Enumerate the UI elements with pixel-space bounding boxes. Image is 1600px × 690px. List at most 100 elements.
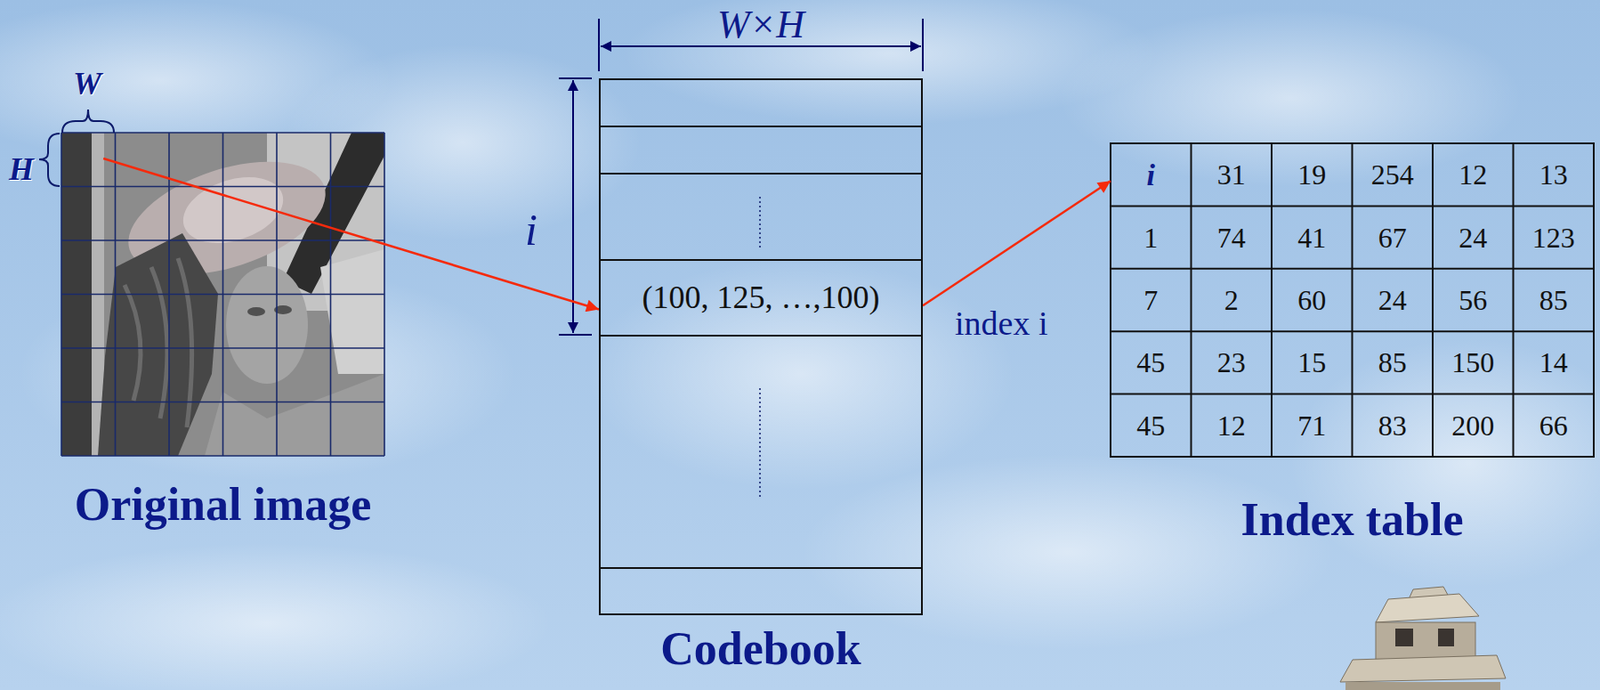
original-image-picture (226, 266, 308, 384)
original-image-picture (204, 373, 385, 456)
dimension-arrows (597, 18, 600, 72)
index-cell: i (1110, 143, 1192, 206)
table-cell: 56 (1458, 285, 1487, 315)
codebook-row-lines (598, 172, 923, 175)
codebook-row-lines (598, 125, 923, 128)
pagoda-picture (1375, 622, 1476, 660)
table-cell: 66 (1539, 411, 1568, 440)
block-grid (61, 132, 385, 456)
table-cell: 7 (1143, 285, 1158, 315)
table-cell: 200 (1451, 411, 1495, 440)
caption-text: Codebook (660, 622, 861, 674)
table-cell: 254 (1371, 160, 1415, 189)
height-brace (39, 133, 60, 186)
block-grid (61, 239, 385, 242)
clouds (800, 453, 1335, 650)
table-cell: 41 (1297, 223, 1326, 252)
table-cell: 150 (1451, 347, 1495, 377)
width-brace (62, 109, 114, 133)
index-table-grid (1110, 143, 1594, 457)
table-cell: 14 (1539, 347, 1568, 377)
block-grid (61, 293, 385, 296)
index-table-grid (1431, 143, 1434, 457)
caption-text: Original image (74, 478, 372, 530)
index-table-grid (1110, 267, 1594, 270)
block-grid (61, 347, 385, 349)
table-cell: 45 (1136, 411, 1165, 440)
index-table-grid (1110, 393, 1594, 396)
clouds (587, 258, 1015, 490)
table-cell: 67 (1378, 223, 1407, 252)
block-grid (61, 401, 385, 404)
block-grid (61, 185, 385, 188)
block-grid (61, 131, 385, 134)
table-cell: 13 (1539, 160, 1568, 189)
pagoda-picture (1395, 628, 1414, 647)
dimension-arrows (558, 77, 592, 80)
table-cell: 85 (1378, 347, 1407, 377)
node-text: (100, 125, …,100) (642, 280, 881, 316)
index-table-grid (1110, 330, 1594, 332)
dimension-label: H (8, 153, 34, 186)
block-grid (61, 454, 385, 457)
table-cell: 19 (1297, 160, 1326, 189)
red-arrow (103, 158, 599, 310)
dimension-arrows (921, 18, 924, 72)
table-cell: 83 (1378, 411, 1407, 440)
table-cell: 85 (1539, 285, 1568, 315)
table-cell: 31 (1217, 160, 1246, 189)
table-cell: 12 (1217, 411, 1246, 440)
codebook: Codebook(100, 125, …,100) (598, 78, 923, 615)
dimension-label: W (72, 67, 102, 100)
original-image-picture (61, 132, 385, 456)
dimension-label: i (525, 207, 538, 252)
codebook-row-lines (598, 566, 923, 569)
index-table-grid (1110, 204, 1594, 207)
clouds (0, 542, 552, 690)
dimension-arrows (600, 45, 922, 48)
table-cell: 45 (1136, 347, 1165, 377)
index-table-grid (1512, 143, 1515, 457)
pagoda-picture (1345, 681, 1501, 690)
table-cell: 12 (1458, 160, 1487, 189)
node-text: i (1147, 158, 1156, 192)
index-table-grid (1270, 143, 1273, 457)
pagoda-picture (1438, 628, 1455, 647)
original-image-picture (61, 132, 385, 456)
table-cell: 74 (1217, 223, 1246, 252)
pagoda-picture (1340, 586, 1506, 690)
ellipsis-dots (759, 387, 761, 497)
table-cell: 60 (1297, 285, 1326, 315)
caption-text: Index table (1241, 493, 1464, 545)
index-table-grid (1110, 143, 1594, 457)
pagoda-picture (1375, 593, 1479, 623)
table-cell: 23 (1217, 347, 1246, 377)
ellipsis-dots (759, 196, 761, 497)
table-cell: 2 (1224, 285, 1239, 315)
clouds (1058, 8, 1522, 187)
codebook-row-lines (598, 126, 923, 568)
table-cell: 1 (1143, 223, 1158, 252)
table-cell: 24 (1378, 285, 1407, 315)
original-image-picture (247, 307, 266, 316)
index-table-grid (1190, 143, 1193, 457)
dimension-arrows (572, 80, 574, 333)
table-cell: 71 (1297, 411, 1326, 440)
ellipsis-dots (759, 196, 761, 251)
edge-label: index i (954, 305, 1048, 343)
pagoda-picture (1340, 654, 1506, 682)
red-arrow (922, 180, 1111, 306)
table-cell: 24 (1458, 223, 1487, 252)
table-cell: 123 (1532, 223, 1576, 252)
index-table-grid (1351, 143, 1354, 457)
dimension-arrows (558, 18, 923, 335)
codeword-entry: (100, 125, …,100) (598, 258, 923, 337)
dimension-arrows (558, 333, 592, 336)
table-cell: 15 (1297, 347, 1326, 377)
original-image: Original image (61, 132, 385, 456)
clouds (1290, 338, 1600, 588)
index-table: Index tablei (1110, 143, 1594, 457)
